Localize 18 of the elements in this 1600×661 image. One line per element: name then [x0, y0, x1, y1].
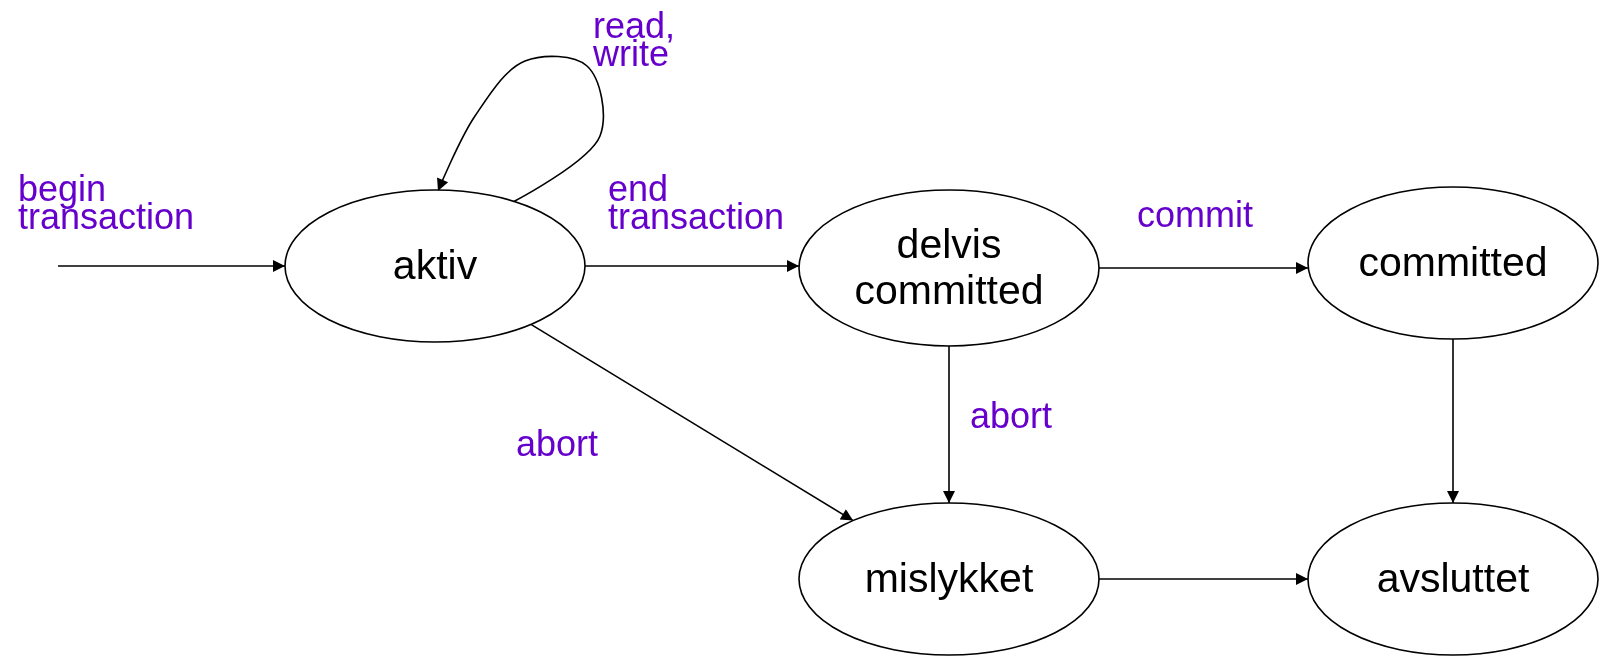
arrow — [57, 260, 286, 272]
state-label: delvis committed — [853, 222, 1045, 314]
state-label: aktiv — [392, 243, 478, 289]
edge-label: abort — [969, 402, 1054, 431]
state-ellipse — [1307, 502, 1599, 656]
arrow — [530, 323, 854, 522]
arrow — [1447, 338, 1459, 504]
state-ellipse — [798, 189, 1100, 347]
state-label: committed — [1358, 240, 1548, 286]
state-ellipse — [284, 189, 586, 343]
state-label: mislykket — [864, 556, 1034, 602]
state-ellipse — [798, 502, 1100, 656]
edge-label: commit — [1136, 201, 1254, 230]
arrow — [943, 345, 955, 504]
edge-label: abort — [515, 430, 600, 459]
state-ellipse — [1307, 186, 1599, 340]
state-label: avsluttet — [1376, 556, 1530, 602]
self-loop-arrow — [437, 55, 605, 203]
